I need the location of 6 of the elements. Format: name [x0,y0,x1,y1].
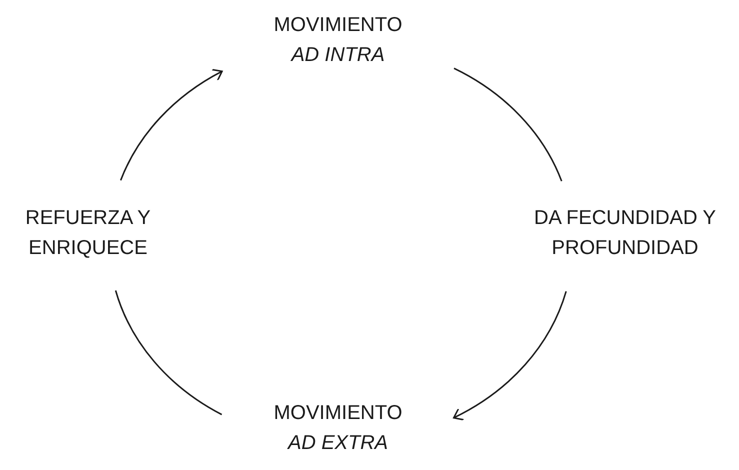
node-label: DA FECUNDIDAD Y PROFUNDIDAD [533,206,717,261]
node-label: REFUERZA Y ENRIQUECE [24,206,152,261]
node-label: MOVIMIENTO AD INTRA [273,13,403,68]
curved-arrow [452,291,567,420]
node-label: MOVIMIENTO AD EXTRA [273,401,403,456]
curved-arrow [120,69,223,181]
